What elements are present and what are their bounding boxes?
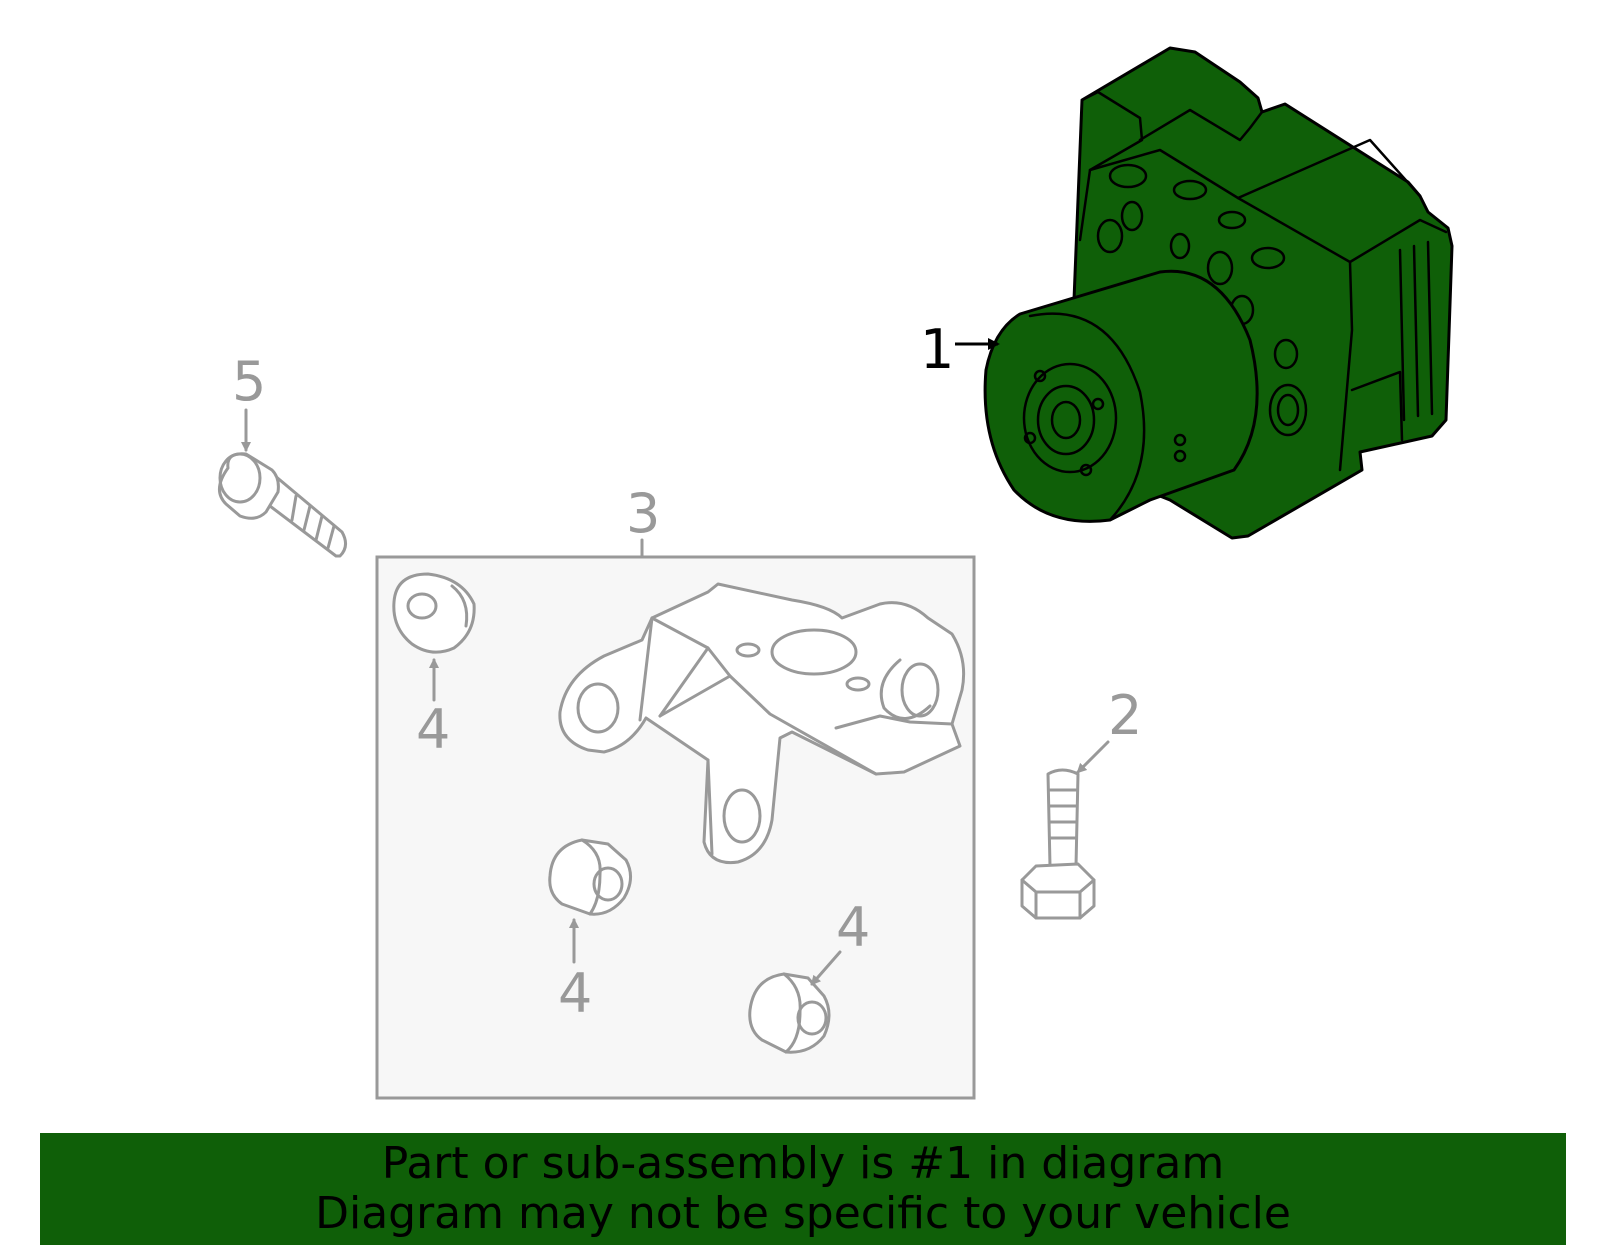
bushing-part-4-top-left[interactable]: [392, 572, 476, 654]
banner-line-2: Diagram may not be specific to your vehi…: [315, 1188, 1291, 1239]
info-banner: Part or sub-assembly is #1 in diagram Di…: [40, 1133, 1566, 1245]
callout-2: 2: [1076, 684, 1142, 774]
callout-4-middle: 4: [558, 918, 592, 1025]
bushing-part-4-bottom-right[interactable]: [748, 972, 831, 1054]
callout-4c-label: 4: [836, 896, 870, 959]
callout-4a-label: 4: [416, 698, 450, 761]
callout-4-top-left: 4: [416, 658, 450, 761]
callout-3-label: 3: [626, 482, 660, 545]
callout-2-arrow: [1076, 740, 1110, 774]
bolt-part-2[interactable]: [1020, 768, 1096, 920]
callout-3: 3: [626, 482, 660, 559]
callout-4b-label: 4: [558, 962, 592, 1025]
callout-5-label: 5: [232, 350, 266, 413]
callout-2-label: 2: [1108, 684, 1142, 747]
bracket-kit-part-3[interactable]: [375, 555, 976, 1100]
callout-4c-arrow: [810, 950, 842, 986]
callout-1: 1: [920, 318, 1000, 381]
bolt-part-5[interactable]: [218, 452, 347, 558]
callout-1-label: 1: [920, 318, 954, 381]
callout-5: 5: [232, 350, 266, 452]
banner-line-1: Part or sub-assembly is #1 in diagram: [381, 1138, 1225, 1189]
abs-modulator-part-1[interactable]: [983, 46, 1454, 540]
callout-4-bottom-right: 4: [810, 896, 870, 986]
bushing-part-4-middle[interactable]: [548, 838, 632, 916]
